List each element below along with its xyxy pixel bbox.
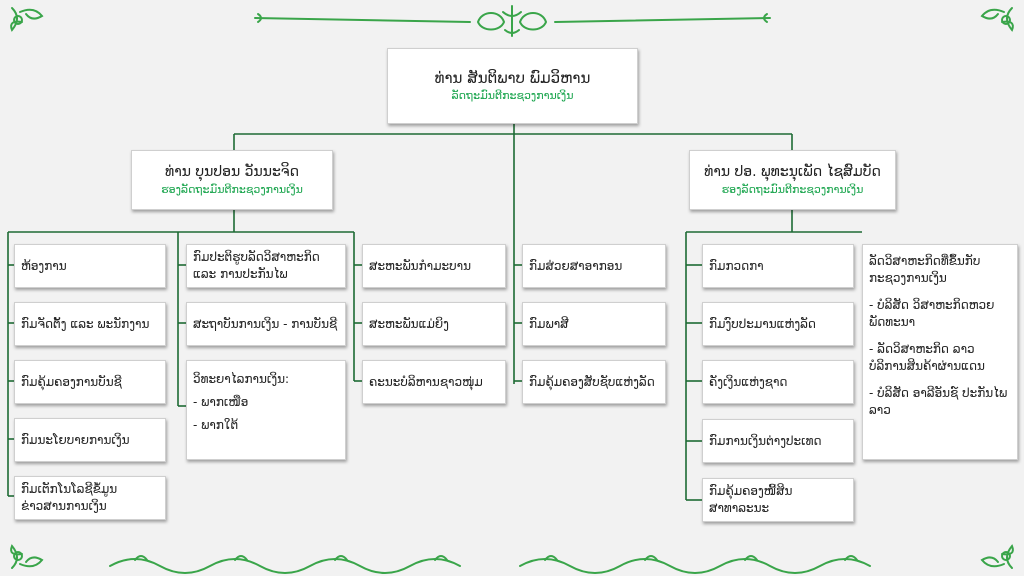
dept-box: ສະຫະພັນແມ່ຍິງ bbox=[362, 302, 506, 346]
dept-box: ກົມງົບປະມານແຫ່ງລັດ bbox=[702, 302, 854, 346]
dept-box: ກົມເຕັກໂນໂລຊີຂໍ້ມູນຂ່າວສານການເງິນ bbox=[14, 476, 166, 520]
deputy-1-title: ຮອງລັດຖະມົນຕີກະຊວງການເງິນ bbox=[161, 183, 303, 196]
minister-title: ລັດຖະມົນຕີກະຊວງການເງິນ bbox=[451, 89, 574, 102]
dept-box: ກົມຄຸ້ມຄອງໜີ້ສິນສາທາລະນະ bbox=[702, 478, 854, 522]
dept-label: ກົມການເງິນຕ່າງປະເທດ bbox=[709, 433, 822, 448]
dept-label: ຄັງເງິນແຫ່ງຊາດ bbox=[709, 374, 788, 389]
dept-box: ກົມຄຸ້ມຄອງສັບຊັບແຫ່ງລັດ bbox=[522, 360, 666, 404]
dept-label: ກົມຄຸ້ມຄອງສັບຊັບແຫ່ງລັດ bbox=[529, 374, 655, 389]
dept-box: ຄະນະບໍລິຫານຊາວໜຸ່ມ bbox=[362, 360, 506, 404]
dept-box: ກົມຈັດຕັ້ງ ແລະ ພະນັກງານ bbox=[14, 302, 166, 346]
dept-label: ກົມພາສີ bbox=[529, 316, 569, 331]
dept-box: ກົມກວດກາ bbox=[702, 244, 854, 288]
state-enterprise-item: ລັດວິສາຫະກິດ ລາວບໍລິການສິນຄ້າຜ່ານແດນ bbox=[869, 341, 1011, 375]
dept-box: ກົມສ່ວຍສາອາກອນ bbox=[522, 244, 666, 288]
dept-label: ກົມຄຸ້ມຄອງການບັນຊີ bbox=[21, 374, 122, 389]
dept-label: ກົມຈັດຕັ້ງ ແລະ ພະນັກງານ bbox=[21, 316, 150, 331]
dept-label: ກົມກວດກາ bbox=[709, 258, 764, 273]
dept-label: ຫ້ອງການ bbox=[21, 258, 67, 273]
deputy-2-name: ທ່ານ ປອ. ພຸທະນຸເພັດ ໄຊສົມບັດ bbox=[704, 164, 881, 180]
dept-label: ກົມຄຸ້ມຄອງໜີ້ສິນສາທາລະນະ bbox=[709, 484, 793, 515]
state-enterprise-item: ບໍລິສັດ ວິສາຫະກິດຫວຍພັດທະນາ bbox=[869, 297, 1011, 331]
dept-box: ສະຫະພັນກຳມະບານ bbox=[362, 244, 506, 288]
dept-label: ສະຫະພັນແມ່ຍິງ bbox=[369, 316, 449, 331]
dept-label: ກົມປະຕິຮູບລັດວິສາຫະກິດ ແລະ ການປະກັນໄພ bbox=[193, 250, 320, 281]
dept-label: ກົມນະໂຍບາຍການເງິນ bbox=[21, 432, 130, 447]
college-title: ວິທະຍາໄລການເງິນ: bbox=[193, 372, 290, 386]
dept-box: ກົມຄຸ້ມຄອງການບັນຊີ bbox=[14, 360, 166, 404]
state-enterprises-box: ລັດວິສາຫະກິດທີ່ຂຶ້ນກັບກະຊວງການເງິນ ບໍລິສ… bbox=[862, 244, 1018, 460]
deputy-2-title: ຮອງລັດຖະມົນຕີກະຊວງການເງິນ bbox=[721, 183, 864, 196]
dept-box: ກົມການເງິນຕ່າງປະເທດ bbox=[702, 419, 854, 463]
dept-box: ສະຖາບັນການເງິນ - ການບັນຊີ bbox=[186, 302, 346, 346]
minister-box: ທ່ານ ສັນຕິພາບ ພົມວິຫານ ລັດຖະມົນຕີກະຊວງກາ… bbox=[387, 48, 638, 124]
dept-label: ສະຫະພັນກຳມະບານ bbox=[369, 258, 471, 273]
college-box: ວິທະຍາໄລການເງິນ: ພາກເໜືອ ພາກໃຕ້ bbox=[186, 360, 346, 460]
deputy-box-2: ທ່ານ ປອ. ພຸທະນຸເພັດ ໄຊສົມບັດ ຮອງລັດຖະມົນ… bbox=[689, 150, 896, 210]
dept-box: ຫ້ອງການ bbox=[14, 244, 166, 288]
dept-box: ຄັງເງິນແຫ່ງຊາດ bbox=[702, 360, 854, 404]
dept-label: ກົມງົບປະມານແຫ່ງລັດ bbox=[709, 316, 816, 331]
college-campus-item: ພາກເໜືອ bbox=[193, 394, 339, 411]
dept-box: ກົມປະຕິຮູບລັດວິສາຫະກິດ ແລະ ການປະກັນໄພ bbox=[186, 244, 346, 288]
dept-label: ກົມເຕັກໂນໂລຊີຂໍ້ມູນຂ່າວສານການເງິນ bbox=[21, 482, 118, 513]
dept-label: ສະຖາບັນການເງິນ - ການບັນຊີ bbox=[193, 316, 338, 331]
state-enterprises-list: ບໍລິສັດ ວິສາຫະກິດຫວຍພັດທະນາ ລັດວິສາຫະກິດ… bbox=[869, 297, 1011, 419]
dept-box: ກົມພາສີ bbox=[522, 302, 666, 346]
dept-label: ຄະນະບໍລິຫານຊາວໜຸ່ມ bbox=[369, 374, 483, 389]
college-campus-item: ພາກໃຕ້ bbox=[193, 417, 339, 434]
state-enterprises-title: ລັດວິສາຫະກິດທີ່ຂຶ້ນກັບກະຊວງການເງິນ bbox=[869, 254, 981, 285]
deputy-box-1: ທ່ານ ບຸນປອນ ວັນນະຈິດ ຮອງລັດຖະມົນຕີກະຊວງກ… bbox=[131, 150, 333, 210]
minister-name: ທ່ານ ສັນຕິພາບ ພົມວິຫານ bbox=[434, 69, 591, 87]
state-enterprise-item: ບໍລິສັດ ອາລີອັນຊ໌ ປະກັນໄພລາວ bbox=[869, 385, 1011, 419]
dept-label: ກົມສ່ວຍສາອາກອນ bbox=[529, 258, 623, 273]
college-campus-list: ພາກເໜືອ ພາກໃຕ້ bbox=[193, 394, 339, 434]
deputy-1-name: ທ່ານ ບຸນປອນ ວັນນະຈິດ bbox=[165, 164, 299, 180]
dept-box: ກົມນະໂຍບາຍການເງິນ bbox=[14, 418, 166, 462]
